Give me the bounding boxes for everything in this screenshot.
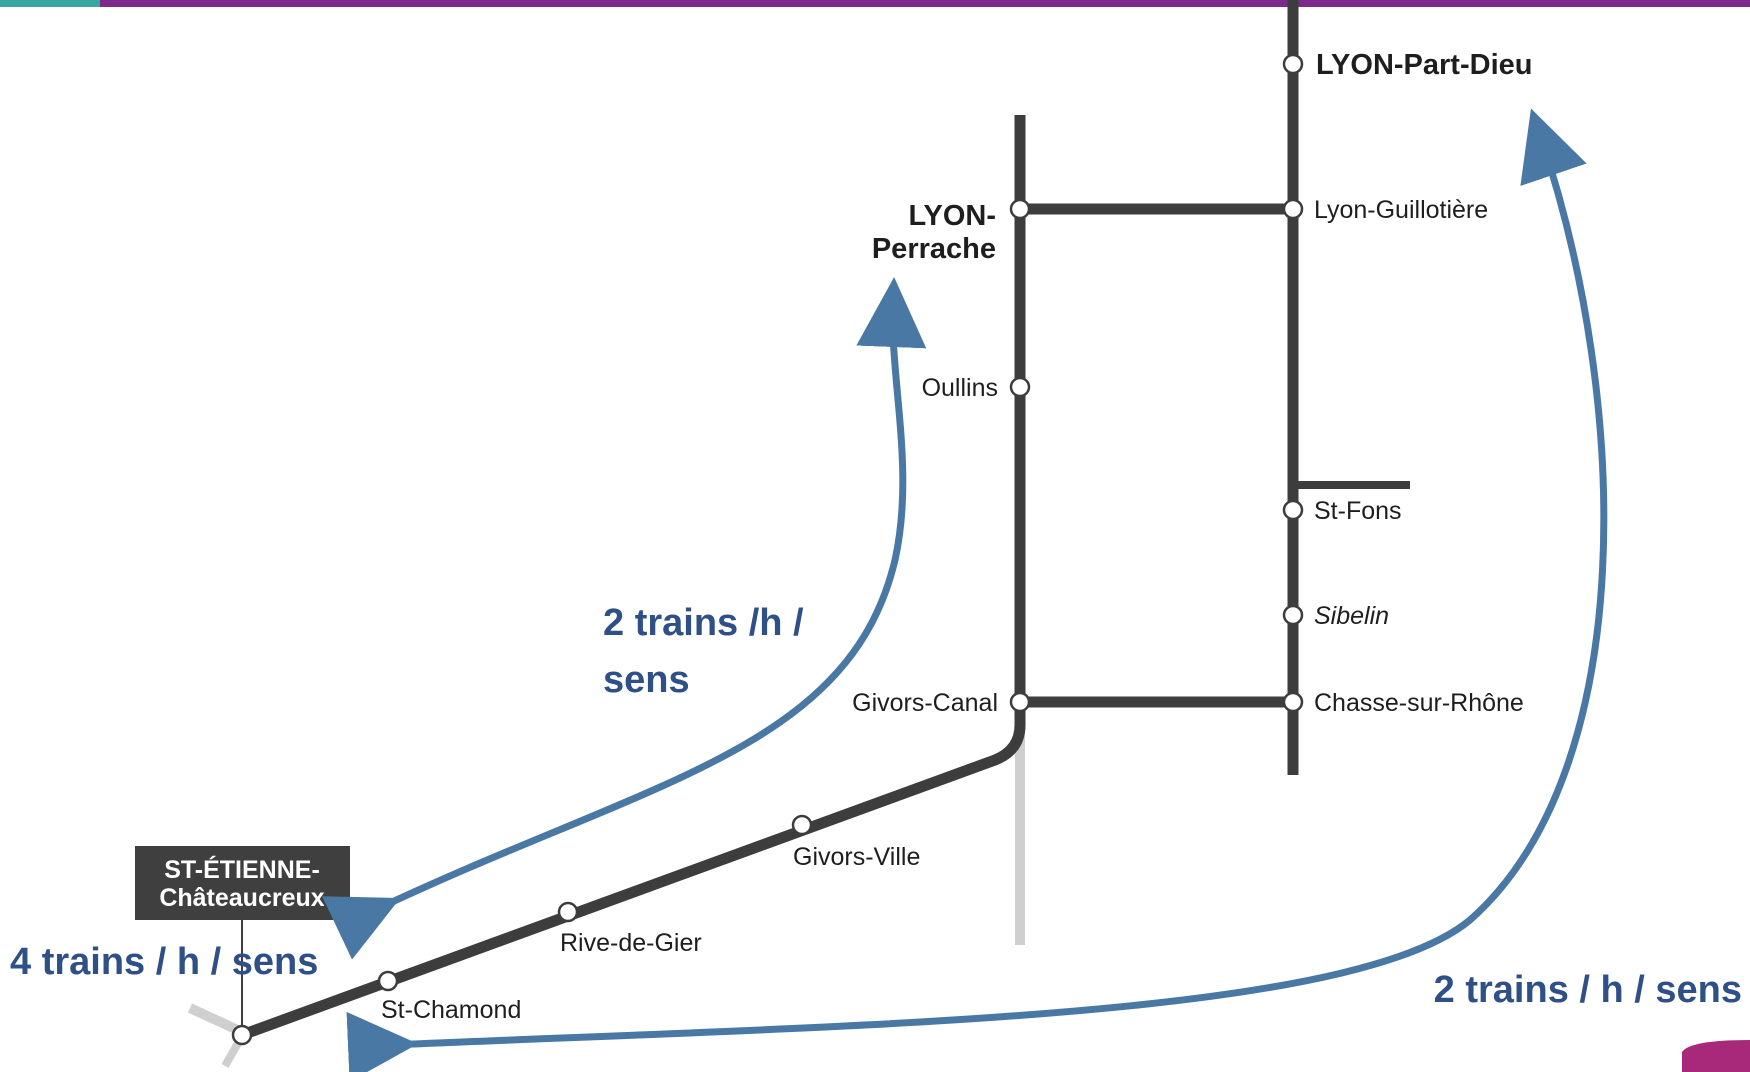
station-sibelin: [1282, 604, 1304, 626]
label-chasse: Chasse-sur-Rhône: [1314, 689, 1524, 717]
freq-st-etienne: 4 trains / h / sens: [10, 941, 318, 983]
station-guillotiere: [1282, 198, 1304, 220]
station-st-chamond: [377, 970, 399, 992]
label-part-dieu: LYON-Part-Dieu: [1316, 49, 1532, 81]
label-givors-ville: Givors-Ville: [793, 843, 920, 871]
station-st-etienne: [231, 1024, 253, 1046]
label-givors-canal: Givors-Canal: [852, 689, 998, 717]
station-rive-de-gier: [557, 901, 579, 923]
station-givors-ville: [791, 814, 813, 836]
st-etienne-box: [135, 846, 350, 920]
header-bar: [0, 0, 1750, 7]
corner-decoration: [1682, 1040, 1750, 1072]
faded-track-southwest: [187, 1003, 245, 1037]
label-st-fons: St-Fons: [1314, 497, 1402, 525]
label-st-chamond: St-Chamond: [381, 996, 521, 1024]
header-logo: [0, 0, 100, 7]
freq-perrache-1: 2 trains /h /: [603, 602, 804, 644]
label-perrache-1: LYON-: [908, 200, 996, 232]
station-oullins: [1009, 376, 1031, 398]
label-st-etienne-1: ST-ÉTIENNE-: [164, 855, 320, 884]
station-givors-canal: [1009, 691, 1031, 713]
label-oullins: Oullins: [922, 374, 998, 402]
label-rive-de-gier: Rive-de-Gier: [560, 929, 702, 957]
freq-perrache-2: sens: [603, 659, 690, 701]
label-st-etienne-2: Châteaucreux: [159, 884, 324, 912]
station-markers: [231, 53, 1304, 1046]
freq-part-dieu: 2 trains / h / sens: [1434, 969, 1742, 1011]
label-sibelin: Sibelin: [1314, 602, 1389, 630]
label-guillotiere: Lyon-Guillotière: [1314, 196, 1488, 224]
arrow-part-dieu: [346, 108, 1608, 1072]
station-chasse: [1282, 691, 1304, 713]
station-perrache: [1009, 198, 1031, 220]
station-st-fons: [1282, 499, 1304, 521]
label-perrache-2: Perrache: [872, 233, 996, 265]
station-part-dieu: [1282, 53, 1304, 75]
